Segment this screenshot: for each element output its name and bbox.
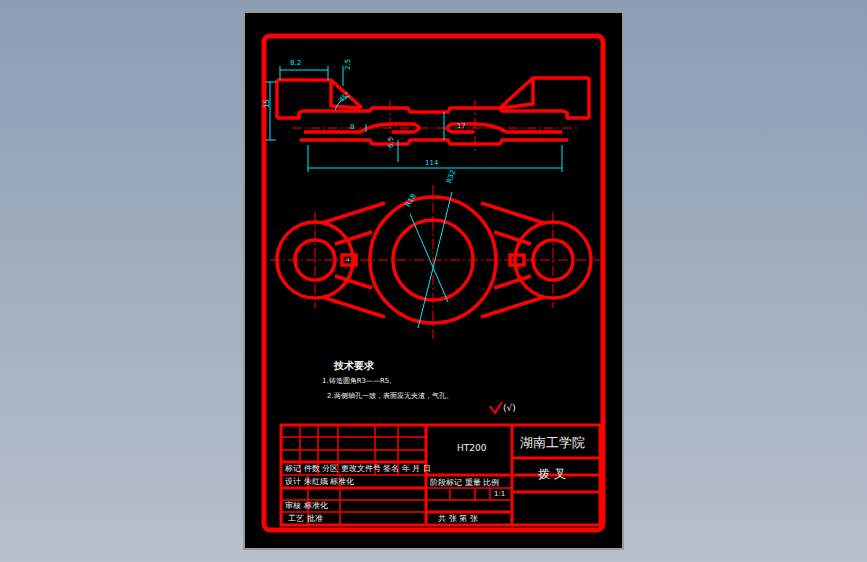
title-cell: 审核 标准化	[285, 502, 328, 510]
part-name: 拨 叉	[538, 468, 566, 480]
note-line: 2.两侧轴孔一致，表面应无夹渣，气孔。	[327, 393, 453, 400]
title-cell: 工艺 批准	[288, 515, 323, 523]
note-heading: 技术要求	[334, 361, 374, 371]
dimension: 2.5	[345, 59, 352, 70]
note-line: 1.铸造圆角R3——R5。	[322, 378, 396, 385]
title-cell: 阶段标记 重量 比例	[430, 479, 499, 487]
dimension: 8	[350, 124, 354, 131]
dimension: 8.2	[290, 60, 301, 67]
material-text: HT200	[457, 444, 486, 453]
dimension: 15	[264, 99, 271, 108]
title-cell: 共 张 第 张	[438, 515, 478, 523]
title-cell: 标记 件数 分区 更改文件号 签名 年 月 日	[285, 465, 431, 473]
dimension: 17	[457, 123, 466, 130]
title-cell: 设计 朱红娥 标准化	[285, 478, 354, 486]
dimension: 114	[425, 160, 438, 167]
dimension: 4	[346, 257, 350, 263]
title-cell: 1:1	[494, 491, 505, 498]
school-name: 湖南工学院	[520, 436, 585, 449]
roughness-symbol: (√)	[503, 404, 516, 413]
dimension: 6.5	[388, 137, 395, 148]
